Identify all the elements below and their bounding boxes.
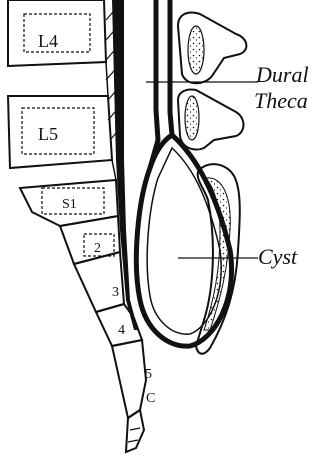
label-cyst: Cyst <box>258 244 298 269</box>
vertebra-s3: 3 <box>74 252 124 312</box>
vertebra-s2: 2 <box>60 216 120 264</box>
vertebra-label-l5: L5 <box>38 124 58 144</box>
vertebra-l4: L4 <box>8 0 106 66</box>
cyst <box>136 135 231 346</box>
label-theca: Theca <box>254 88 308 113</box>
vertebra-label-s2: 2 <box>94 241 101 256</box>
intervertebral-disc <box>8 62 108 96</box>
vertebra-label-s4: 4 <box>118 323 125 338</box>
coccyx <box>126 410 144 452</box>
label-dural: Dural <box>255 62 309 87</box>
vertebral-column: L4 L5 S1 2 3 4 <box>8 0 155 452</box>
posterior-arch-upper <box>178 13 246 84</box>
vertebra-l5: L5 <box>8 96 112 168</box>
vertebra-label-s3: 3 <box>112 285 119 300</box>
vertebra-label-s5: 5 <box>145 367 152 382</box>
vertebra-label-s1: S1 <box>62 197 77 212</box>
vertebra-label-c: C <box>146 391 155 406</box>
vertebra-s5: 5 C <box>112 340 155 418</box>
posterior-arch-middle <box>178 89 244 149</box>
vertebra-label-l4: L4 <box>38 31 58 51</box>
